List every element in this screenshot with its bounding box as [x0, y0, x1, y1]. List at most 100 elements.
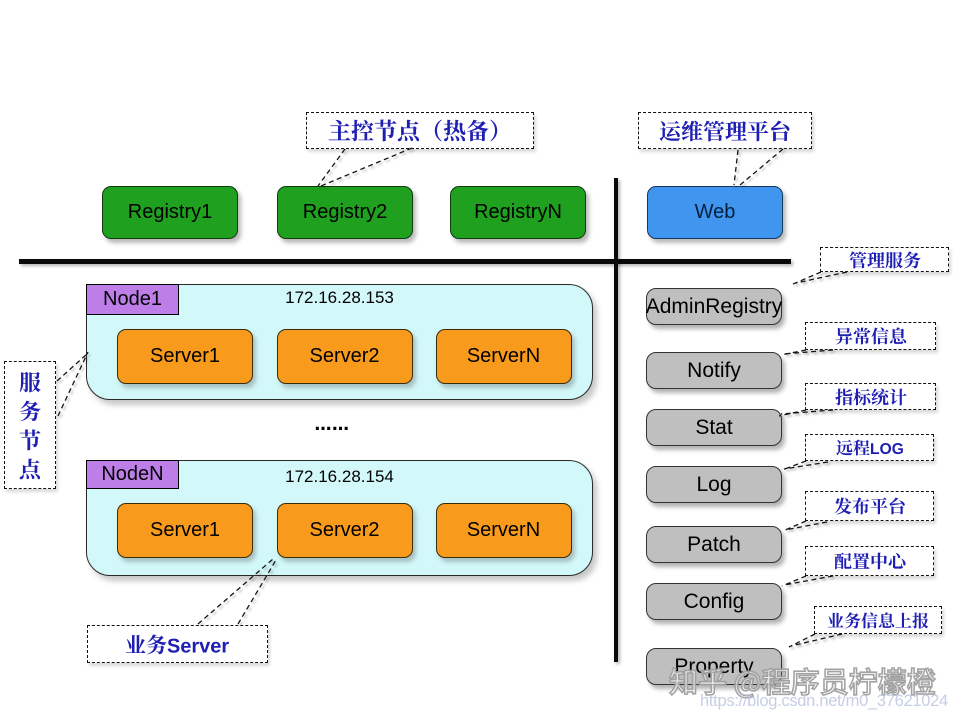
- divider-vertical: [613, 178, 618, 662]
- module-stat-box: Stat: [646, 409, 782, 446]
- registry2-box-label: Registry2: [302, 201, 388, 223]
- connector-config-config-b: [783, 575, 834, 586]
- module-adminregistry-label: AdminRegistry: [645, 294, 783, 318]
- callout-release-platform-glyphs-path: [834, 497, 905, 515]
- module-config-box: Config: [646, 583, 782, 620]
- callout-ops-platform-glyphs-path: [659, 120, 790, 141]
- registryn-box: RegistryN: [450, 186, 586, 239]
- node1-server1-box: Server1: [117, 329, 253, 384]
- connector-config-config-a: [781, 575, 807, 587]
- callout-metric-stats-glyphs-path: [834, 388, 907, 405]
- watermark-credit-glyphs: [668, 666, 937, 699]
- callout-admin-service-glyphs: [849, 251, 921, 268]
- module-patch-box: Patch: [646, 526, 782, 563]
- noden-name: NodeN: [101, 463, 164, 485]
- module-adminregistry-box: AdminRegistry: [646, 288, 782, 325]
- callout-admin-service: 管理服务: [820, 247, 949, 272]
- node1-ip: 172.16.28.153: [86, 288, 593, 308]
- node1-name: Node1: [103, 288, 162, 310]
- connector-adminservice-a: [792, 271, 822, 285]
- watermark-url: https://blog.csdn.net/m0_37621024: [700, 692, 948, 710]
- callout-config-center-glyphs: [834, 552, 906, 570]
- callout-service-node-glyphs-path: [19, 371, 41, 479]
- connector-adminservice-b: [795, 271, 848, 284]
- connector-metric-stat-b: [780, 409, 834, 415]
- noden-servern-label: ServerN: [466, 519, 541, 541]
- registry2-box: Registry2: [277, 186, 413, 239]
- node1-server1-label: Server1: [149, 345, 221, 367]
- registry1-box: Registry1: [102, 186, 238, 239]
- connector-remotelog-log-b: [783, 461, 829, 470]
- connector-exception-notify-a: [780, 349, 807, 356]
- connector-report-property-b: [790, 633, 843, 647]
- noden-ip: 172.16.28.154: [86, 467, 593, 487]
- callout-ops-platform: 运维管理平台: [638, 112, 812, 149]
- module-config-label: Config: [683, 589, 745, 613]
- web-box: Web: [647, 186, 783, 239]
- callout-business-server-glyphs-path: [126, 634, 230, 654]
- callout-business-server-glyphs: [126, 634, 230, 654]
- connector-master-registry2-b: [320, 147, 413, 187]
- node1-tab: Node1: [86, 284, 179, 315]
- node1-servern-label: ServerN: [466, 345, 541, 367]
- connector-master-registry2-a: [317, 148, 346, 187]
- watermark-credit: 知乎 @程序员柠檬橙: [668, 666, 939, 699]
- callout-business-report: 业务信息上报: [814, 606, 942, 634]
- callout-release-platform-glyphs: [834, 497, 905, 515]
- module-log-label: Log: [696, 472, 732, 496]
- noden-server2-box: Server2: [276, 503, 413, 558]
- callout-service-node-glyphs: [19, 371, 41, 479]
- connector-release-patch-b: [784, 521, 828, 531]
- noden-tab: NodeN: [86, 460, 179, 489]
- node1-servern-box: ServerN: [435, 329, 572, 384]
- callout-metric-stats: 指标统计: [805, 383, 936, 410]
- divider-horizontal: [19, 259, 791, 264]
- connector-remotelog-log-a: [781, 460, 807, 471]
- connector-release-patch-a: [782, 520, 807, 532]
- callout-ops-platform-glyphs: [659, 120, 790, 141]
- module-notify-box: Notify: [646, 352, 782, 389]
- callout-service-node: 服务节点: [4, 361, 56, 489]
- callout-master-node-glyphs-path: [328, 119, 498, 142]
- connector-servicenode-node1-b: [57, 351, 89, 417]
- noden-ip-text: 172.16.28.154: [285, 467, 394, 486]
- callout-business-server: 业务Server: [87, 625, 268, 663]
- module-stat-label: Stat: [695, 415, 733, 439]
- node1-server2-box: Server2: [276, 329, 413, 384]
- node1-server2-label: Server2: [309, 345, 380, 367]
- connector-ops-web-a: [733, 149, 739, 186]
- module-patch-label: Patch: [687, 532, 741, 556]
- callout-business-report-glyphs: [827, 611, 929, 629]
- connector-exception-notify-b: [782, 349, 834, 355]
- callout-release-platform: 发布平台: [805, 491, 934, 521]
- callout-metric-stats-glyphs: [834, 388, 907, 405]
- noden-server2-label: Server2: [309, 519, 380, 541]
- web-label: Web: [694, 201, 736, 223]
- callout-remote-log-glyphs: [835, 439, 903, 456]
- callout-exception-info: 异常信息: [805, 322, 936, 350]
- module-notify-label: Notify: [687, 358, 741, 382]
- noden-servern-box: ServerN: [435, 503, 572, 558]
- nodes-ellipsis: ……: [314, 415, 350, 435]
- callout-remote-log-glyphs-path: [835, 439, 903, 456]
- callout-master-node-glyphs: [328, 119, 498, 142]
- watermark-credit-glyphs-path: [668, 666, 937, 699]
- module-log-box: Log: [646, 466, 782, 503]
- registryn-box-label: RegistryN: [474, 201, 562, 223]
- noden-server1-box: Server1: [117, 503, 253, 558]
- noden-server1-label: Server1: [149, 519, 221, 541]
- callout-exception-info-glyphs: [835, 327, 906, 345]
- connector-report-property-a: [788, 633, 816, 648]
- connector-servicenode-node1-a: [56, 353, 88, 382]
- connector-metric-stat-a: [778, 409, 807, 417]
- callout-remote-log: 远程LOG: [805, 434, 934, 461]
- callout-business-report-glyphs-path: [827, 611, 929, 629]
- callout-exception-info-glyphs-path: [835, 327, 906, 345]
- callout-config-center: 配置中心: [805, 546, 934, 576]
- registry1-box-label: Registry1: [127, 201, 213, 223]
- callout-admin-service-glyphs-path: [849, 251, 921, 268]
- callout-config-center-glyphs-path: [834, 552, 906, 570]
- connector-ops-web-b: [739, 148, 784, 186]
- callout-master-node: 主控节点（热备）: [306, 112, 534, 149]
